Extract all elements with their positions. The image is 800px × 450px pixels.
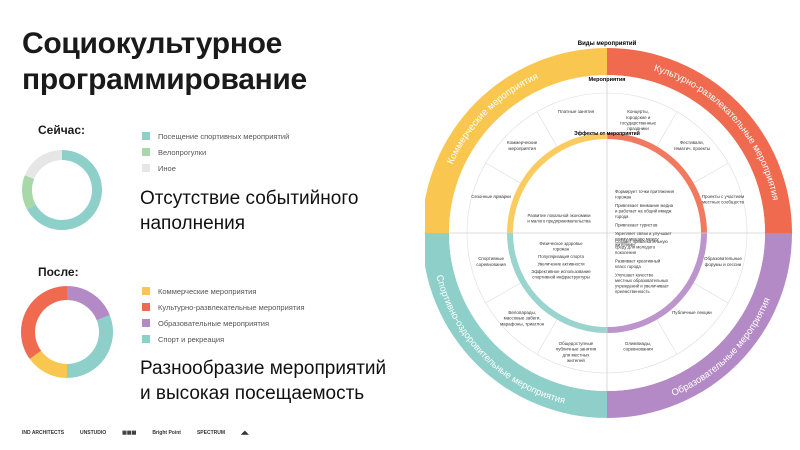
wheel-subspoke-1 xyxy=(693,162,729,184)
wheel-outer-sector-3 xyxy=(425,233,607,418)
wheel-outer-sector-2 xyxy=(607,233,792,418)
legend-text: Образовательные мероприятия xyxy=(158,318,270,328)
events-wheel: Виды мероприятий Коммерческие мероприяти… xyxy=(425,40,792,418)
legend-swatch xyxy=(142,303,150,311)
wheel-subspoke-2 xyxy=(693,282,729,304)
wheel-effects-arc-1 xyxy=(607,133,707,233)
wheel-subspoke-3 xyxy=(656,319,678,355)
legend-swatch xyxy=(142,132,150,140)
wheel-effects-arc-2 xyxy=(607,233,707,333)
logo-ind-architects: IND ARCHITECTS xyxy=(22,430,65,436)
wheel-subspoke-5 xyxy=(485,282,521,304)
after-donut-segment-3 xyxy=(20,286,67,360)
wheel-subspoke-4 xyxy=(536,319,558,355)
now-legend-item-sport: Посещение спортивных мероприятий xyxy=(142,128,289,144)
logo-spectrum: SPECTRUM xyxy=(196,430,226,436)
wheel-subspoke-6 xyxy=(485,162,521,184)
wheel-effect-sport-1: Популяризация спорта xyxy=(538,254,584,259)
title-line-1: Социокультурное xyxy=(22,27,283,60)
after-caption-line-2: и высокая посещаемость xyxy=(140,383,365,404)
logo-bright-point: Bright Point xyxy=(152,430,181,436)
wheel-event-educational-2: Олимпиады,соревнования xyxy=(623,341,653,352)
after-legend-item-educational: Образовательные мероприятия xyxy=(142,315,305,331)
after-legend-item-cultural: Культурно-развлекательные мероприятия xyxy=(142,299,305,315)
legend-text: Велопрогулки xyxy=(158,147,207,157)
wheel-subspoke-7 xyxy=(536,111,558,147)
after-legend-item-sport: Спорт и рекреация xyxy=(142,331,305,347)
wheel-effects-arc-3 xyxy=(507,233,607,333)
logo-mark: ▦▦▦ xyxy=(122,430,137,436)
legend-swatch xyxy=(142,287,150,295)
wheel-event-cultural-1: Фестивали,тематич. проекты xyxy=(674,140,711,151)
after-legend-item-commercial: Коммерческие мероприятия xyxy=(142,283,305,299)
wheel-subspoke-0 xyxy=(656,111,678,147)
now-donut xyxy=(22,150,102,230)
page-title: Социокультурное программирование xyxy=(22,26,307,98)
now-legend-item-other: Иное xyxy=(142,160,289,176)
wheel-event-commercial-0: Платные занятия xyxy=(558,109,595,114)
logo-icon: ◢◣ xyxy=(241,430,249,436)
wheel-event-educational-1: Публичные лекции xyxy=(672,310,712,315)
after-caption: Разнообразие мероприятий и высокая посещ… xyxy=(140,356,386,406)
legend-swatch xyxy=(142,148,150,156)
legend-swatch xyxy=(142,319,150,327)
legend-text: Коммерческие мероприятия xyxy=(158,286,257,296)
after-legend: Коммерческие мероприятия Культурно-развл… xyxy=(142,283,305,347)
title-line-2: программирование xyxy=(22,63,307,96)
wheel-events-ring-label: Мероприятия xyxy=(589,77,626,83)
legend-text: Посещение спортивных мероприятий xyxy=(158,131,290,141)
legend-swatch xyxy=(142,164,150,172)
wheel-effect-sport-2: Увеличение активности xyxy=(537,262,585,267)
legend-swatch xyxy=(142,335,150,343)
wheel-effects-arc-0 xyxy=(507,133,607,233)
after-caption-line-1: Разнообразие мероприятий xyxy=(140,358,387,379)
now-caption: Отсутствие событийного наполнения xyxy=(140,186,358,236)
wheel-event-commercial-2: Сезонные ярмарки xyxy=(471,194,511,199)
wheel-event-sport-1: Велопарады,массовые забеги,марафоны, три… xyxy=(500,310,545,326)
now-caption-line-2: наполнения xyxy=(140,213,246,234)
legend-text: Спорт и рекреация xyxy=(158,334,225,344)
wheel-effects-ring-label: Эффекты от мероприятий xyxy=(574,130,640,137)
now-label: Сейчас: xyxy=(38,123,86,137)
footer-logos: IND ARCHITECTS UNSTUDIO ▦▦▦ Bright Point… xyxy=(22,430,249,436)
now-legend: Посещение спортивных мероприятий Велопро… xyxy=(142,128,289,176)
after-donut-segment-1 xyxy=(67,315,114,378)
now-legend-item-bike: Велопрогулки xyxy=(142,144,289,160)
now-donut-segment-1 xyxy=(22,175,36,210)
after-donut-segment-2 xyxy=(29,350,67,378)
wheel-outer-sector-0 xyxy=(425,48,607,233)
after-donut-segment-0 xyxy=(67,286,110,321)
now-donut-segment-2 xyxy=(24,150,62,179)
wheel-outer-sector-1 xyxy=(607,48,792,233)
legend-text: Иное xyxy=(158,163,176,173)
now-caption-line-1: Отсутствие событийного xyxy=(140,188,359,209)
logo-unstudio: UNSTUDIO xyxy=(80,430,107,436)
wheel-effect-cultural-2: Привлекает туристов xyxy=(615,223,658,228)
legend-text: Культурно-развлекательные мероприятия xyxy=(158,302,305,312)
after-label: После: xyxy=(38,265,79,279)
wheel-top-label: Виды мероприятий xyxy=(578,40,637,47)
after-donut xyxy=(20,286,114,378)
